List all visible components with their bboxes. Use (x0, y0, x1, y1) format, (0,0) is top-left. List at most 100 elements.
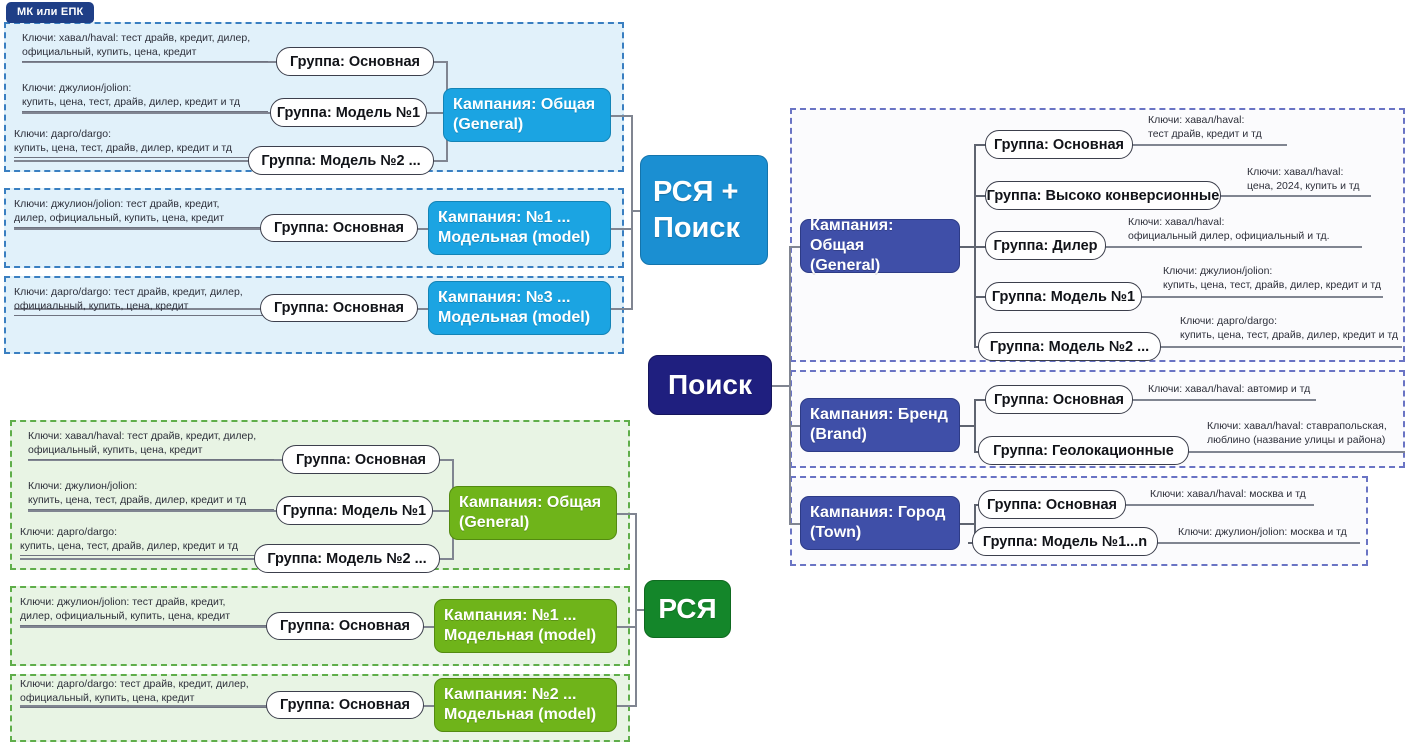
connector (789, 246, 791, 524)
group-pill[interactable]: Группа: Основная (260, 214, 418, 242)
connector (974, 296, 988, 298)
connector (432, 160, 448, 162)
connector (414, 228, 432, 230)
connector (1187, 451, 1405, 453)
group-pill[interactable]: Группа: Модель №1 (270, 98, 427, 127)
connector (635, 609, 647, 611)
group-pill[interactable]: Группа: Высоко конверсионные (985, 181, 1221, 210)
connector (14, 160, 252, 162)
connector (974, 144, 988, 146)
campaign-block[interactable]: Кампания: №1 ... Модельная (model) (434, 599, 617, 653)
connector (432, 61, 448, 63)
connector (960, 425, 976, 427)
group-pill[interactable]: Группа: Основная (266, 691, 424, 719)
connector (789, 425, 803, 427)
tab-mk-epk[interactable]: МК или ЕПК (6, 2, 95, 23)
connector (1131, 399, 1316, 401)
campaign-block[interactable]: Кампания: №2 ... Модельная (model) (434, 678, 617, 732)
connector (20, 626, 270, 628)
connector (772, 385, 790, 387)
group-pill[interactable]: Группа: Основная (266, 612, 424, 640)
keys-note: Ключи: хавал/haval: москва и тд (1150, 488, 1306, 500)
keys-note: Ключи: дарго/dargo: купить, цена, тест, … (1180, 315, 1398, 341)
connector (1156, 542, 1360, 544)
keys-note: Ключи: дарго/dargo: тест драйв, кредит, … (20, 678, 276, 708)
group-pill[interactable]: Группа: Модель №1 (985, 282, 1142, 311)
connector (974, 246, 988, 248)
keys-note: Ключи: хавал/haval: ставрапольская, любл… (1207, 420, 1387, 446)
group-pill[interactable]: Группа: Модель №1...n (972, 527, 1158, 556)
keys-note: Ключи: хавал/haval: цена, 2024, купить и… (1247, 166, 1360, 192)
group-pill[interactable]: Группа: Дилер (985, 231, 1106, 260)
hub-search[interactable]: Поиск (648, 355, 772, 415)
connector (420, 626, 438, 628)
keys-note: Ключи: джулион/jolion: купить, цена, тес… (28, 480, 274, 510)
connector (20, 558, 258, 560)
campaign-block[interactable]: Кампания: №3 ... Модельная (model) (428, 281, 611, 335)
keys-note: Ключи: дарго/dargo: тест драйв, кредит, … (14, 286, 270, 316)
campaign-block[interactable]: Кампания: Общая (General) (449, 486, 617, 540)
connector (420, 705, 438, 707)
connector (14, 308, 264, 310)
connector (617, 513, 637, 515)
group-pill[interactable]: Группа: Основная (276, 47, 434, 76)
connector (617, 705, 637, 707)
connector (14, 228, 264, 230)
connector (631, 210, 645, 212)
connector (974, 195, 988, 197)
connector (438, 558, 454, 560)
group-pill[interactable]: Группа: Основная (985, 130, 1133, 159)
connector (617, 626, 637, 628)
connector (431, 510, 453, 512)
connector (20, 705, 270, 707)
keys-note: Ключи: хавал/haval: тест драйв, кредит, … (28, 430, 274, 460)
connector (789, 246, 803, 248)
connector (22, 112, 272, 114)
group-pill[interactable]: Группа: Модель №1 (276, 496, 433, 525)
campaign-block[interactable]: Кампания: Общая (General) (443, 88, 611, 142)
connector (1219, 195, 1371, 197)
keys-note: Ключи: дарго/dargo: купить, цена, тест, … (14, 128, 266, 158)
connector (974, 399, 988, 401)
connector (974, 144, 976, 346)
hub-rsya-search[interactable]: РСЯ + Поиск (640, 155, 768, 265)
keys-note: Ключи: хавал/haval: тест драйв, кредит и… (1148, 114, 1262, 140)
connector (425, 112, 447, 114)
group-pill[interactable]: Группа: Основная (985, 385, 1133, 414)
group-pill[interactable]: Группа: Основная (978, 490, 1126, 519)
campaign-block[interactable]: Кампания: №1 ... Модельная (model) (428, 201, 611, 255)
connector (1131, 144, 1287, 146)
connector (1159, 346, 1402, 348)
campaign-block[interactable]: Кампания: Город (Town) (800, 496, 960, 550)
keys-note: Ключи: хавал/haval: автомир и тд (1148, 383, 1311, 395)
keys-note: Ключи: хавал/haval: официальный дилер, о… (1128, 216, 1330, 242)
hub-rsya[interactable]: РСЯ (644, 580, 731, 638)
connector (960, 523, 976, 525)
group-pill[interactable]: Группа: Основная (282, 445, 440, 474)
group-pill[interactable]: Группа: Геолокационные (978, 436, 1189, 465)
keys-note: Ключи: дарго/dargo: купить, цена, тест, … (20, 526, 272, 556)
campaign-block[interactable]: Кампания: Общая (General) (800, 217, 960, 274)
connector (1140, 296, 1383, 298)
connector (960, 246, 976, 248)
keys-note: Ключи: джулион/jolion: москва и тд (1178, 526, 1347, 538)
group-pill[interactable]: Группа: Модель №2 ... (978, 332, 1161, 361)
connector (611, 228, 633, 230)
group-pill[interactable]: Группа: Модель №2 ... (254, 544, 440, 573)
connector (414, 308, 432, 310)
group-pill[interactable]: Группа: Основная (260, 294, 418, 322)
keys-note: Ключи: джулион/jolion: тест драйв, креди… (14, 198, 266, 228)
connector (631, 115, 633, 309)
connector (438, 459, 454, 461)
connector (1104, 246, 1362, 248)
connector (28, 510, 278, 512)
group-pill[interactable]: Группа: Модель №2 ... (248, 146, 434, 175)
connector (789, 523, 803, 525)
keys-note: Ключи: хавал/haval: тест драйв, кредит, … (22, 32, 268, 62)
connector (611, 115, 633, 117)
keys-note: Ключи: джулион/jolion: купить, цена, тес… (22, 82, 268, 112)
campaign-block[interactable]: Кампания: Бренд (Brand) (800, 398, 960, 452)
connector (611, 308, 633, 310)
connector (1124, 504, 1314, 506)
